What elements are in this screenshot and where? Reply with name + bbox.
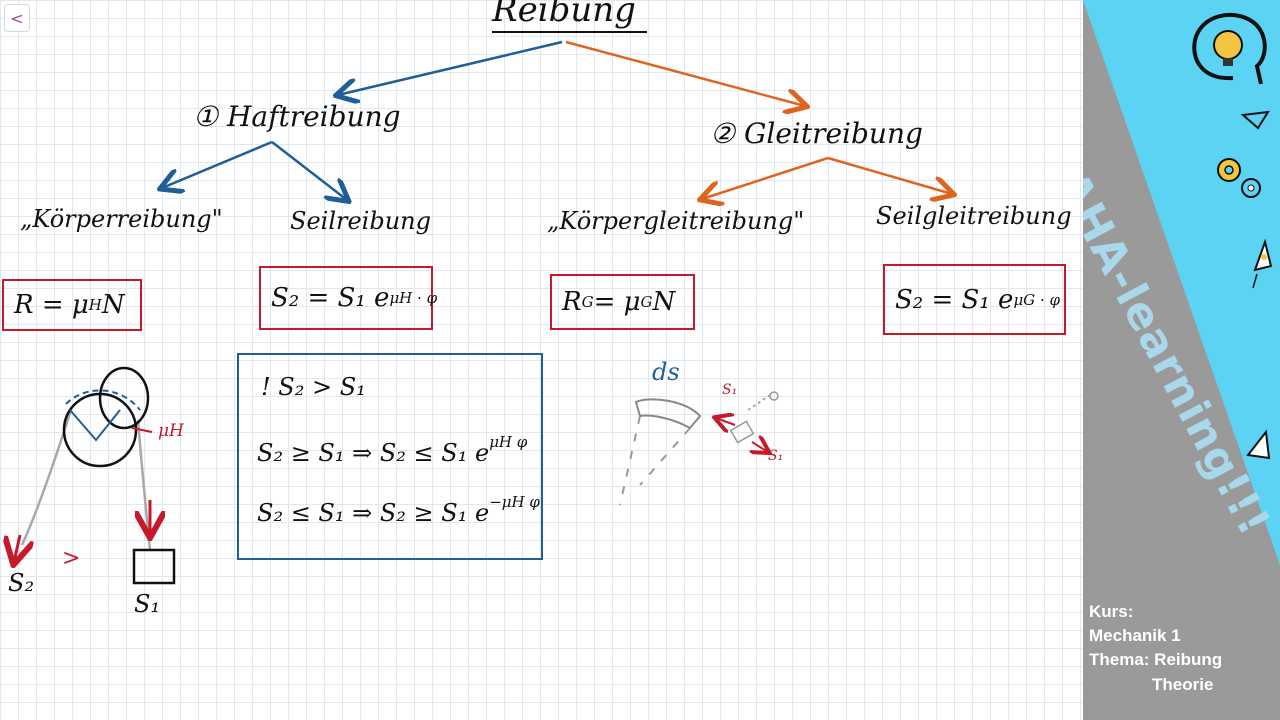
condition-line-3: S₂ ≤ S₁ ⇒ S₂ ≥ S₁ e−μH φ bbox=[257, 493, 540, 527]
pulley-sketch bbox=[14, 366, 176, 585]
back-button[interactable]: < bbox=[4, 4, 30, 32]
condition-line-1: ! S₂ > S₁ bbox=[261, 373, 366, 401]
paper-plane-small-icon bbox=[1246, 429, 1271, 460]
rocket-icon bbox=[1252, 238, 1273, 289]
sketch-s1-top-label: S₁ bbox=[722, 382, 738, 398]
sketch-s2-label: S₂ bbox=[8, 569, 35, 597]
seilreibung-label: Seilreibung bbox=[290, 207, 431, 235]
sketch-mu-label: μH bbox=[158, 421, 184, 441]
arrow-to-seilgleitreibung bbox=[827, 156, 952, 194]
topic-sub-label: Theorie bbox=[1152, 675, 1214, 694]
sketch-greater-sign: > bbox=[62, 546, 81, 571]
title-underline bbox=[492, 31, 647, 33]
haftreibung-heading: ① Haftreibung bbox=[193, 100, 401, 133]
panel-background bbox=[1083, 0, 1280, 720]
gleitreibung-heading: ② Gleitreibung bbox=[710, 117, 923, 150]
page-title: Reibung bbox=[492, 0, 636, 30]
seilgleitreibung-label: Seilgleitreibung bbox=[876, 202, 1072, 230]
gears-icon bbox=[1217, 158, 1261, 198]
arrow-to-haftreibung bbox=[338, 40, 563, 95]
whiteboard-canvas: < Reibung ① Haftreibung ② Gleitreibung „… bbox=[0, 0, 1083, 720]
condition-box: ! S₂ > S₁ S₂ ≥ S₁ ⇒ S₂ ≤ S₁ eμH φ S₂ ≤ S… bbox=[237, 353, 543, 560]
arrow-to-koerpergleitreibung bbox=[702, 156, 829, 199]
topic-label: Thema: Reibung bbox=[1089, 650, 1223, 669]
arrow-to-gleitreibung bbox=[565, 40, 805, 106]
course-label: Kurs: bbox=[1089, 602, 1134, 621]
koerperreibung-label: „Körperreibung" bbox=[20, 205, 223, 233]
koerpergleitreibung-label: „Körpergleitreibung" bbox=[547, 207, 805, 235]
arrow-to-seilreibung bbox=[271, 141, 347, 200]
branding-panel: AHA-learning!!! bbox=[1083, 0, 1280, 720]
head-lightbulb-icon bbox=[1192, 12, 1267, 85]
rope-element-sketch bbox=[619, 391, 779, 506]
condition-line-2: S₂ ≥ S₁ ⇒ S₂ ≤ S₁ eμH φ bbox=[257, 433, 528, 467]
course-name: Mechanik 1 bbox=[1089, 626, 1181, 645]
sketch-ds-label: ds bbox=[652, 358, 680, 386]
paper-plane-icon bbox=[1240, 110, 1270, 130]
stroke-overlay bbox=[0, 40, 1083, 585]
sketch-s1-label: S₁ bbox=[134, 590, 161, 618]
arrow-to-koerperreibung bbox=[162, 140, 273, 188]
chevron-left-icon: < bbox=[10, 8, 24, 28]
